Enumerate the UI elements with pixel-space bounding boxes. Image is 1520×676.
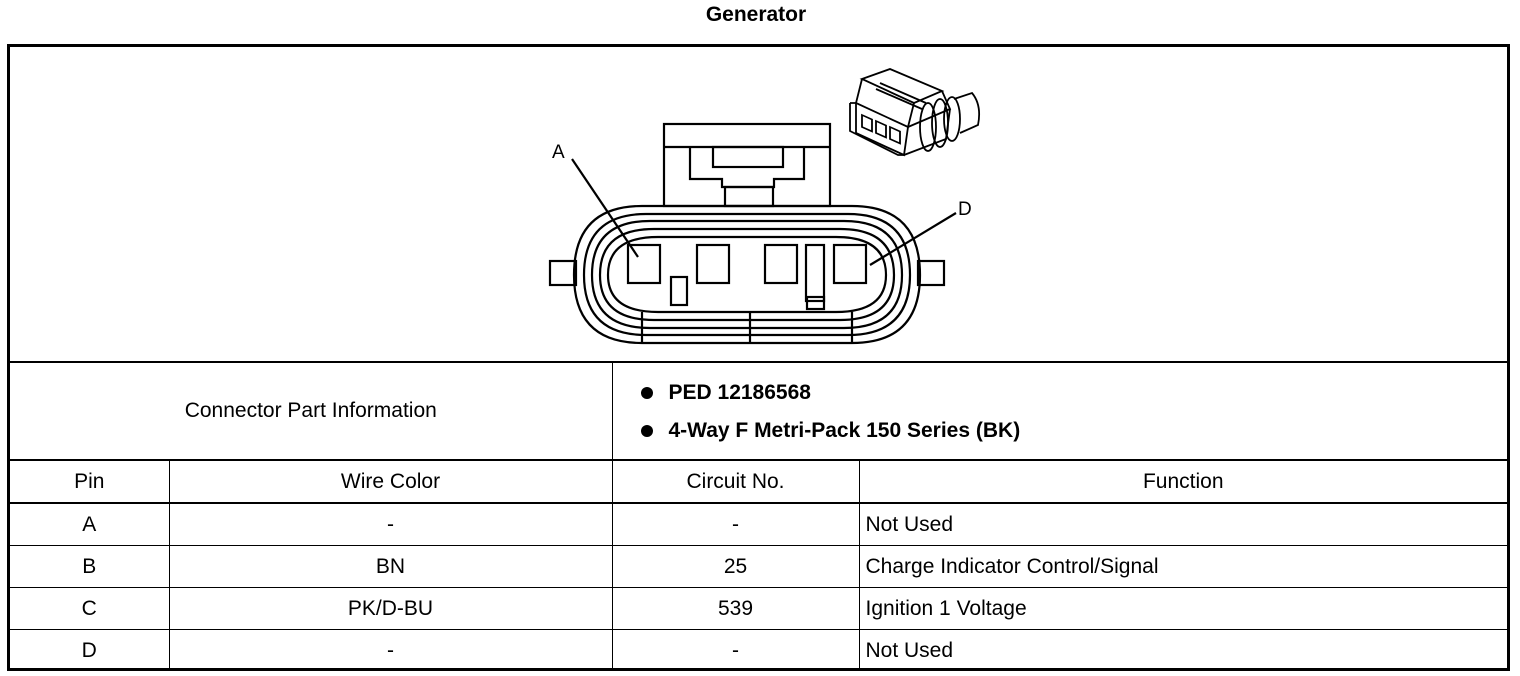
pin-table: Connector Part Information PED 12186568 … [10,363,1508,671]
leader-d [869,212,957,266]
wire-color-cell: PK/D-BU [168,587,613,630]
connector-info-values: PED 12186568 4-Way F Metri-Pack 150 Seri… [611,363,1508,461]
connector-face-svg: A D [548,68,981,345]
table-row: A - - Not Used [10,502,1508,546]
connector-diagram: A D [10,47,1507,363]
connector-info-row: Connector Part Information PED 12186568 … [10,363,1508,461]
function-cell: Ignition 1 Voltage [858,587,1508,630]
connector-3d-icon [849,68,981,157]
wire-color-cell: - [168,629,613,671]
connector-info-item: 4-Way F Metri-Pack 150 Series (BK) [640,417,1502,444]
function-cell: Charge Indicator Control/Signal [858,545,1508,588]
cavity-d [832,243,868,285]
circuit-cell: 539 [611,587,860,630]
table-row: B BN 25 Charge Indicator Control/Signal [10,545,1508,588]
leader-a [571,158,639,258]
housing-outer [572,204,922,345]
pin-label-d: D [958,199,972,220]
pin-cell: C [10,587,170,630]
connector-info-label: Connector Part Information [10,363,613,461]
cavity-a [626,243,662,285]
pin-cell: B [10,545,170,588]
table-row: D - - Not Used [10,629,1508,671]
header-wire-color: Wire Color [168,459,613,504]
circuit-cell: - [611,502,860,546]
circuit-cell: - [611,629,860,671]
header-pin: Pin [10,459,170,504]
connector-info-item: PED 12186568 [640,379,1502,406]
side-tab-left [548,259,578,287]
side-tab-right [916,259,946,287]
pin-cell: D [10,629,170,671]
header-circuit-no: Circuit No. [611,459,860,504]
circuit-cell: 25 [611,545,860,588]
table-row: C PK/D-BU 539 Ignition 1 Voltage [10,587,1508,630]
cavity-c [763,243,799,285]
wire-color-cell: - [168,502,613,546]
table-header-row: Pin Wire Color Circuit No. Function [10,459,1508,504]
page-title: Generator [705,3,807,26]
pin-cell: A [10,502,170,546]
cavity-b [695,243,731,285]
function-cell: Not Used [858,629,1508,671]
function-cell: Not Used [858,502,1508,546]
header-function: Function [858,459,1508,504]
connector-frame: A D Connector Part Information PED 12186… [7,44,1510,671]
pin-label-a: A [552,142,565,163]
wire-color-cell: BN [168,545,613,588]
latch-slot [711,145,785,169]
